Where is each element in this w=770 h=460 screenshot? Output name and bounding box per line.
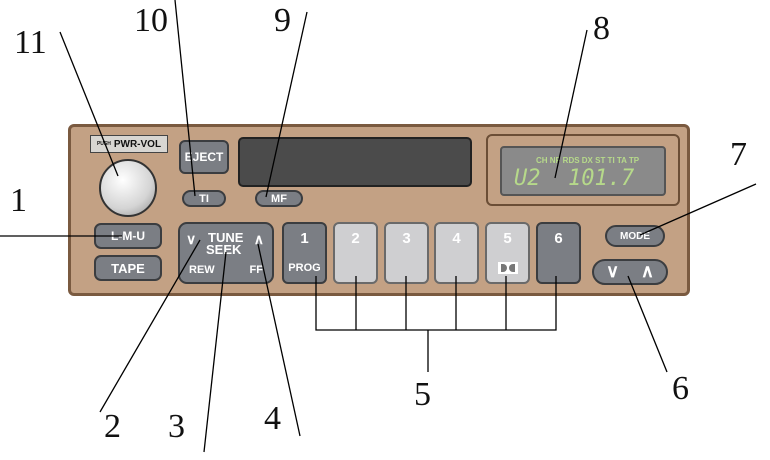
display-indicators: CH NF RDS DX ST TI TA TP xyxy=(536,156,640,165)
display-screen: CH NF RDS DX ST TI TA TP U2 101.7 xyxy=(500,146,666,196)
knob-label: PWR-VOL xyxy=(113,138,162,150)
leader-line-7 xyxy=(639,183,757,236)
preset-number: 2 xyxy=(351,230,360,247)
callout-5: 5 xyxy=(414,376,431,413)
preset-bracket xyxy=(315,276,557,331)
leader-line-2 xyxy=(99,239,201,413)
leader-line-6 xyxy=(627,275,668,373)
ti-button[interactable]: TI xyxy=(182,190,226,207)
eject-button[interactable]: EJECT xyxy=(179,140,229,174)
preset-button-3[interactable]: 3 xyxy=(384,222,429,284)
rew-label: REW xyxy=(189,264,215,276)
callout-7: 7 xyxy=(730,136,747,173)
preset-prog-label: PROG xyxy=(288,262,321,274)
tune-seek-rocker[interactable]: ∨ ∧ TUNE SEEK REW FF xyxy=(178,222,274,284)
callout-2: 2 xyxy=(104,408,121,445)
callout-9: 9 xyxy=(274,2,291,39)
callout-1: 1 xyxy=(10,182,27,219)
down-arrow-icon: ∨ xyxy=(606,261,620,281)
preset-number: 6 xyxy=(554,230,563,247)
dolby-icon xyxy=(497,262,518,274)
tune-down-icon: ∨ xyxy=(186,231,197,247)
leader-line-4 xyxy=(257,243,301,437)
up-down-rocker[interactable]: ∨ ∧ xyxy=(592,259,668,285)
callout-3: 3 xyxy=(168,408,185,445)
preset-button-2[interactable]: 2 xyxy=(333,222,378,284)
leader-line-8 xyxy=(554,29,588,179)
seek-label: SEEK xyxy=(206,242,242,257)
leader-line-10 xyxy=(174,0,196,197)
ff-label: FF xyxy=(249,264,263,276)
display-frequency: 101.7 xyxy=(568,166,635,191)
callout-6: 6 xyxy=(672,370,689,407)
leader-line-11 xyxy=(59,31,119,177)
preset-button-1[interactable]: 1 PROG xyxy=(282,222,327,284)
callout-4: 4 xyxy=(264,400,281,437)
preset-number: 5 xyxy=(503,230,512,247)
callout-10: 10 xyxy=(134,2,168,39)
callout-8: 8 xyxy=(593,10,610,47)
preset-number: 4 xyxy=(452,230,461,247)
leader-line-3 xyxy=(203,251,227,453)
power-volume-knob[interactable] xyxy=(99,159,157,217)
tape-button[interactable]: TAPE xyxy=(94,255,162,281)
leader-line-9 xyxy=(265,11,308,198)
tune-up-icon: ∧ xyxy=(253,231,264,247)
preset-button-5[interactable]: 5 xyxy=(485,222,530,284)
preset-number: 3 xyxy=(402,230,411,247)
up-arrow-icon: ∧ xyxy=(640,261,654,281)
preset-button-6[interactable]: 6 xyxy=(536,222,581,284)
tune-label: TUNE xyxy=(208,230,244,245)
preset-number: 1 xyxy=(300,230,309,247)
callout-11: 11 xyxy=(14,24,47,61)
display-band: U2 xyxy=(514,166,541,191)
knob-label-push: PUSH xyxy=(96,141,111,147)
knob-label-box: PUSH PWR-VOL xyxy=(90,135,168,153)
